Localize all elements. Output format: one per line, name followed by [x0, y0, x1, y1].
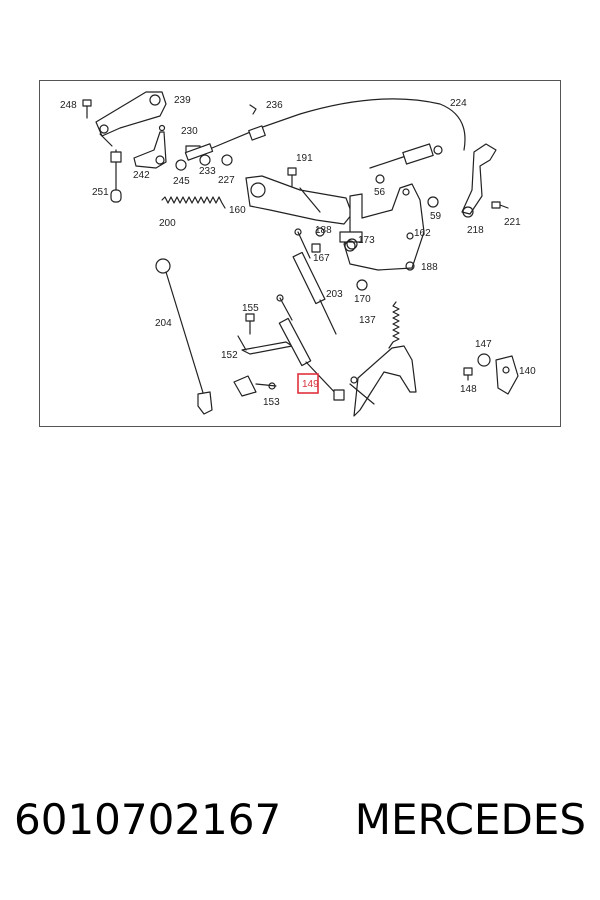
- part-147-washer: [477, 353, 491, 367]
- label-152: 152: [221, 350, 238, 361]
- part-242-lever: [133, 124, 167, 169]
- part-149-gas-strut: [276, 294, 345, 401]
- part-155-bolt: [245, 313, 255, 335]
- part-148-bolt: [463, 367, 473, 381]
- label-162: 162: [414, 228, 431, 239]
- label-147: 147: [475, 339, 492, 350]
- label-153: 153: [263, 397, 280, 408]
- part-221-bolt: [491, 201, 509, 209]
- label-230: 230: [181, 126, 198, 137]
- label-221: 221: [504, 217, 521, 228]
- label-239: 239: [174, 95, 191, 106]
- highlight-box-149: [297, 373, 319, 394]
- part-162-bracket: [339, 183, 425, 271]
- part-number: 6010702167: [14, 795, 282, 844]
- label-140: 140: [519, 366, 536, 377]
- part-137-spring: [388, 301, 400, 349]
- label-160: 160: [229, 205, 246, 216]
- label-148: 148: [460, 384, 477, 395]
- caption: 6010702167 MERCEDES: [0, 795, 600, 865]
- label-224: 224: [450, 98, 467, 109]
- label-227: 227: [218, 175, 235, 186]
- part-140: [495, 355, 519, 395]
- part-251-rod: [110, 149, 122, 203]
- part-170: [356, 279, 368, 291]
- part-173: [346, 238, 358, 250]
- label-242: 242: [133, 170, 150, 181]
- part-linkage: [349, 345, 417, 417]
- label-203: 203: [326, 289, 343, 300]
- brand-name: MERCEDES: [354, 795, 586, 844]
- part-218-bracket: [461, 143, 497, 218]
- label-204: 204: [155, 318, 172, 329]
- part-203-gas-strut: [292, 228, 337, 335]
- part-191-bolt: [287, 167, 297, 187]
- label-188-a: 188: [315, 225, 332, 236]
- label-245: 245: [173, 176, 190, 187]
- part-200-spring: [161, 196, 226, 209]
- part-167: [311, 243, 321, 253]
- part-245-clip: [175, 159, 187, 171]
- label-137: 137: [359, 315, 376, 326]
- part-224-cable: [184, 98, 466, 169]
- part-239-bracket: [95, 91, 167, 147]
- part-227-clip: [221, 154, 233, 166]
- part-248-bolt: [82, 99, 92, 119]
- part-56-nut: [375, 174, 385, 184]
- part-188-a: [315, 227, 325, 237]
- label-56: 56: [374, 187, 386, 198]
- part-188-b: [405, 261, 415, 271]
- label-218: 218: [467, 225, 484, 236]
- label-167: 167: [313, 253, 330, 264]
- label-236: 236: [266, 100, 283, 111]
- part-152-bracket: [237, 335, 293, 355]
- part-236-clip: [249, 104, 257, 115]
- label-188-b: 188: [421, 262, 438, 273]
- label-248: 248: [60, 100, 77, 111]
- part-153: [233, 375, 277, 397]
- part-59-nut: [427, 196, 439, 208]
- label-155: 155: [242, 303, 259, 314]
- label-251: 251: [92, 187, 109, 198]
- label-173: 173: [358, 235, 375, 246]
- label-233: 233: [199, 166, 216, 177]
- label-59: 59: [430, 211, 442, 222]
- part-160-plate: [245, 175, 353, 225]
- label-170: 170: [354, 294, 371, 305]
- label-149: 149: [302, 379, 319, 390]
- part-233-clip: [199, 154, 211, 166]
- label-191: 191: [296, 153, 313, 164]
- label-200: 200: [159, 218, 176, 229]
- part-204-rod: [155, 258, 213, 415]
